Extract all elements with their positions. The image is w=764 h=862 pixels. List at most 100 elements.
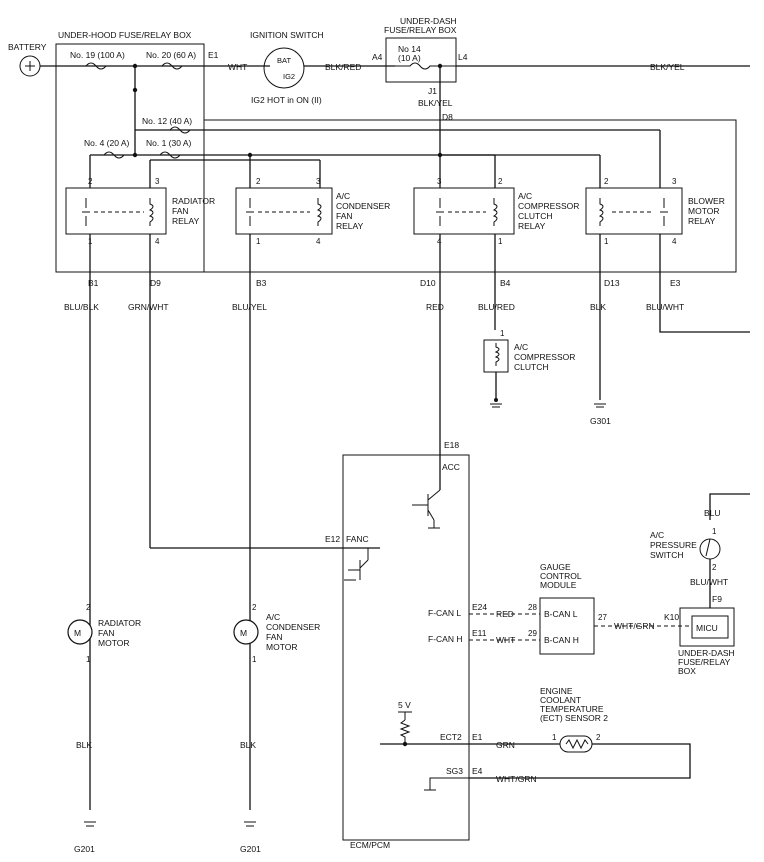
pin-e1-top: E1 xyxy=(208,50,219,60)
wire-grn-wht: GRN/WHT xyxy=(128,302,169,312)
cond-relay-l3: FAN xyxy=(336,211,353,221)
ac-compressor-clutch: 1 A/C COMPRESSOR CLUTCH xyxy=(483,329,575,408)
rfm-l2: FAN xyxy=(98,628,115,638)
underhood-title: UNDER-HOOD FUSE/RELAY BOX xyxy=(58,30,192,40)
wire-blu-wht: BLU/WHT xyxy=(646,302,684,312)
ignition-note: IG2 HOT in ON (II) xyxy=(251,95,322,105)
battery: BATTERY xyxy=(8,42,47,77)
blow-pin-2: 2 xyxy=(604,177,609,186)
ect-l1: ENGINE xyxy=(540,686,573,696)
cfm-l2: CONDENSER xyxy=(266,622,320,632)
gauge-l1: GAUGE xyxy=(540,562,571,572)
rad-pin-3: 3 xyxy=(155,177,160,186)
wire-red2: RED xyxy=(496,609,514,619)
ps-l2: PRESSURE xyxy=(650,540,697,550)
rfm-pin-1: 1 xyxy=(86,655,91,664)
g201b-label: G201 xyxy=(240,844,261,854)
pin-e4: E4 xyxy=(472,766,483,776)
wire-blk-motor2: BLK xyxy=(240,740,256,750)
fuse-4-label: No. 4 (20 A) xyxy=(84,138,130,148)
fuse-19 xyxy=(85,62,107,70)
ecm-fanc: FANC xyxy=(346,534,369,544)
fuse-20-label: No. 20 (60 A) xyxy=(146,50,196,60)
comp-relay-l2: COMPRESSOR xyxy=(518,201,579,211)
wire-wht: WHT xyxy=(228,62,247,72)
wire-wht-grn2: WHT/GRN xyxy=(496,774,537,784)
blow-pin-3: 3 xyxy=(672,177,677,186)
blow-pin-4: 4 xyxy=(672,237,677,246)
ect-l4: (ECT) SENSOR 2 xyxy=(540,713,608,723)
pin-b3: B3 xyxy=(256,278,267,288)
blower-motor-relay: 2 3 1 4 BLOWER MOTOR RELAY xyxy=(585,177,725,246)
gauge-l2: CONTROL xyxy=(540,571,582,581)
rfm-pin-2: 2 xyxy=(86,603,91,612)
ground-g201-a: G201 xyxy=(74,821,96,854)
rad-relay-l2: FAN xyxy=(172,206,189,216)
wire-wht2: WHT xyxy=(496,635,515,645)
wire-blk-motor1: BLK xyxy=(76,740,92,750)
cond-relay-l4: RELAY xyxy=(336,221,364,231)
pin-j1: J1 xyxy=(428,86,437,96)
cfm-pin-1: 1 xyxy=(252,655,257,664)
micu-box-l3: BOX xyxy=(678,666,696,676)
blow-relay-l2: MOTOR xyxy=(688,206,719,216)
cfm-l1: A/C xyxy=(266,612,280,622)
pin-e24: E24 xyxy=(472,602,487,612)
rfm-l1: RADIATOR xyxy=(98,618,141,628)
pin-d8: D8 xyxy=(442,112,453,122)
pin-29: 29 xyxy=(528,629,537,638)
condenser-fan-motor: 2 M 1 A/C CONDENSER FAN MOTOR xyxy=(233,603,320,664)
ground-g301: G301 xyxy=(590,403,611,426)
micu-box-l1: UNDER-DASH xyxy=(678,648,735,658)
radiator-fan-motor: 2 M 1 RADIATOR FAN MOTOR xyxy=(67,603,141,664)
fuse-4 xyxy=(103,151,125,159)
wire-blk-yel-down: BLK/YEL xyxy=(418,98,453,108)
ect-sensor-2: ENGINE COOLANT TEMPERATURE (ECT) SENSOR … xyxy=(540,686,608,753)
gauge-bcanl: B-CAN L xyxy=(544,609,578,619)
wire-blu-wht2: BLU/WHT xyxy=(690,577,728,587)
g301-label: G301 xyxy=(590,416,611,426)
comp-pin-2: 2 xyxy=(498,177,503,186)
ecm-ect2: ECT2 xyxy=(440,732,462,742)
ign-bat: BAT xyxy=(277,56,291,65)
pin-d10: D10 xyxy=(420,278,436,288)
condenser-fan-relay: 2 3 1 4 A/C CONDENSER FAN RELAY xyxy=(235,177,390,246)
comp-pin-3: 3 xyxy=(437,177,442,186)
wire-red: RED xyxy=(426,302,444,312)
ignition-switch[interactable] xyxy=(263,47,305,89)
underdash-title1: UNDER-DASH xyxy=(400,16,457,26)
pin-28: 28 xyxy=(528,603,537,612)
clutch-l2: COMPRESSOR xyxy=(514,352,575,362)
wire-blu-red: BLU/RED xyxy=(478,302,515,312)
gauge-bcanh: B-CAN H xyxy=(544,635,579,645)
blow-relay-l1: BLOWER xyxy=(688,196,725,206)
cfm-m: M xyxy=(240,628,247,638)
ps-l1: A/C xyxy=(650,530,664,540)
battery-label: BATTERY xyxy=(8,42,47,52)
ect-pin-1: 1 xyxy=(552,733,557,742)
ecm-5v: 5 V xyxy=(398,700,411,710)
wire-blk: BLK xyxy=(590,302,606,312)
gauge-l3: MODULE xyxy=(540,580,577,590)
micu-label: MICU xyxy=(696,623,718,633)
fuse-12 xyxy=(169,126,191,134)
fuse-14-label: No 14 xyxy=(398,44,421,54)
pin-e1-ecm: E1 xyxy=(472,732,483,742)
gauge-control-module: GAUGE CONTROL MODULE B-CAN L B-CAN H 28 … xyxy=(528,562,607,655)
ground-g201-b: G201 xyxy=(240,821,261,854)
ps-pin-1: 1 xyxy=(712,527,717,536)
fuse-1 xyxy=(159,151,181,159)
blow-pin-1: 1 xyxy=(604,237,609,246)
pin-k10: K10 xyxy=(664,612,679,622)
ect-l3: TEMPERATURE xyxy=(540,704,604,714)
pin-e18: E18 xyxy=(444,440,459,450)
ecm-fcanh: F-CAN H xyxy=(428,634,462,644)
pin-e12: E12 xyxy=(325,534,340,544)
underdash-box xyxy=(385,37,457,83)
fuse-19-label: No. 19 (100 A) xyxy=(70,50,125,60)
pin-l4: L4 xyxy=(458,52,468,62)
wire-wht-grn: WHT/GRN xyxy=(614,621,655,631)
pin-d13: D13 xyxy=(604,278,620,288)
rfm-m: M xyxy=(74,628,81,638)
ecm-title: ECM/PCM xyxy=(350,840,390,850)
